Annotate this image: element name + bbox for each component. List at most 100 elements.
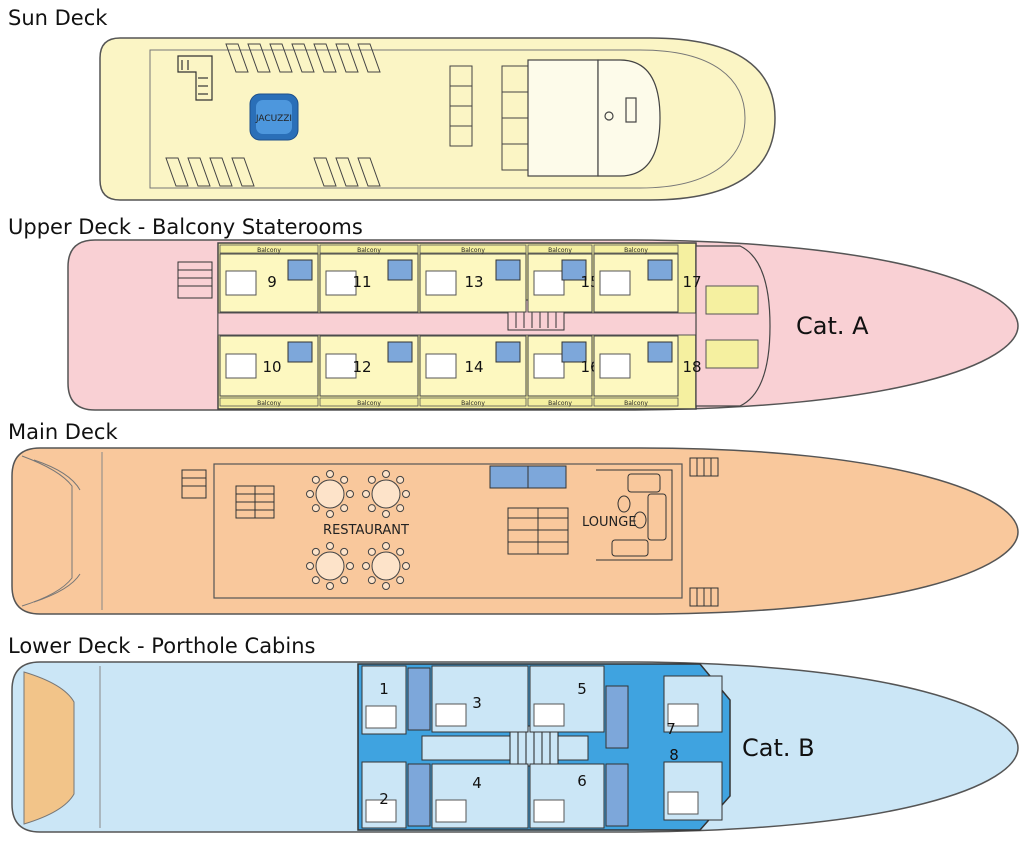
dining-chair [340, 504, 349, 513]
sun-lounger [335, 43, 359, 73]
bathroom [647, 341, 673, 363]
cabin-number: 14 [464, 358, 483, 376]
dining-chair [382, 470, 390, 478]
sun-lounger [313, 43, 337, 73]
dining-table [371, 551, 401, 581]
balcony-label: Balcony [548, 400, 572, 407]
jacuzzi-label: JACUZZI [255, 114, 292, 124]
dining-chair [326, 470, 334, 478]
dining-chair [326, 510, 334, 518]
bathroom [561, 259, 587, 281]
main-deck-hull [11, 447, 1019, 615]
sun-lounger [247, 43, 271, 73]
balcony [593, 397, 679, 407]
upper-category-label: Cat. A [796, 312, 869, 340]
bathroom [287, 341, 313, 363]
bathroom [647, 259, 673, 281]
restaurant-tables [306, 470, 410, 590]
dining-chair [367, 475, 376, 484]
main-deck-title: Main Deck [8, 420, 118, 444]
bed [599, 353, 631, 379]
bed [365, 799, 397, 823]
dining-chair [326, 582, 334, 590]
wheelhouse [527, 59, 661, 177]
lower-deck-title: Lower Deck - Porthole Cabins [8, 634, 316, 658]
balcony [419, 244, 527, 254]
dining-chair [367, 504, 376, 513]
sun-lounger [209, 157, 233, 187]
lower-aft-deck [23, 671, 75, 825]
bed [425, 353, 457, 379]
dining-chair [396, 475, 405, 484]
cabin-number: 10 [262, 358, 281, 376]
balcony-label: Balcony [257, 400, 281, 407]
cabin-number: 9 [267, 273, 277, 291]
sun-lounger [357, 43, 381, 73]
restaurant-label: RESTAURANT [323, 523, 409, 538]
cabin-number: 17 [682, 273, 701, 291]
sun-loungers-bottom [165, 157, 381, 187]
main-deck: RESTAURANT LOUNGE [11, 447, 1019, 615]
dining-chair [396, 504, 405, 513]
bathroom [605, 685, 629, 749]
upper-corridor [217, 312, 697, 336]
bed [599, 270, 631, 296]
sun-lounger [335, 157, 359, 187]
bed [425, 270, 457, 296]
cabin-number: 4 [472, 774, 482, 792]
dining-chair [311, 475, 320, 484]
dining-chair [340, 475, 349, 484]
dining-chair [340, 547, 349, 556]
bed [435, 703, 467, 727]
dining-chair [346, 490, 354, 498]
bathroom [287, 259, 313, 281]
balcony [593, 244, 679, 254]
balcony [527, 244, 593, 254]
bed [365, 705, 397, 729]
bathroom [605, 763, 629, 827]
balcony-label: Balcony [357, 400, 381, 407]
main-interior [213, 463, 683, 599]
lounge-label: LOUNGE [582, 515, 637, 530]
sun-lounger [291, 43, 315, 73]
cabin-number: 3 [472, 694, 482, 712]
balcony-label: Balcony [461, 400, 485, 407]
sun-lounger [313, 157, 337, 187]
cabin-number: 8 [669, 746, 679, 764]
bed [325, 270, 357, 296]
upper-deck-title: Upper Deck - Balcony Staterooms [8, 215, 363, 239]
dining-chair [396, 576, 405, 585]
balcony [319, 244, 419, 254]
cabin-number: 12 [352, 358, 371, 376]
cabin-number: 5 [577, 680, 587, 698]
dining-chair [346, 562, 354, 570]
sun-lounger [269, 43, 293, 73]
dining-table [371, 479, 401, 509]
balcony [527, 397, 593, 407]
cabin-number: 1 [379, 680, 389, 698]
sun-loungers-top [225, 43, 381, 73]
dining-chair [382, 510, 390, 518]
sun-lounger [357, 157, 381, 187]
balcony [419, 397, 527, 407]
balcony-label: Balcony [357, 247, 381, 254]
sun-lounger [225, 43, 249, 73]
bathroom [407, 667, 431, 731]
dining-chair [402, 490, 410, 498]
dining-chair [382, 582, 390, 590]
lower-category-label: Cat. B [742, 734, 815, 762]
dining-chair [382, 542, 390, 550]
lounge-area [596, 469, 673, 561]
dining-chair [326, 542, 334, 550]
bathroom [407, 763, 431, 827]
cabin-number: 7 [666, 720, 676, 738]
bed [225, 353, 257, 379]
dining-table [315, 479, 345, 509]
dining-chair [367, 547, 376, 556]
sun-lounger [187, 157, 211, 187]
dining-chair [362, 490, 370, 498]
balcony-label: Balcony [257, 247, 281, 254]
